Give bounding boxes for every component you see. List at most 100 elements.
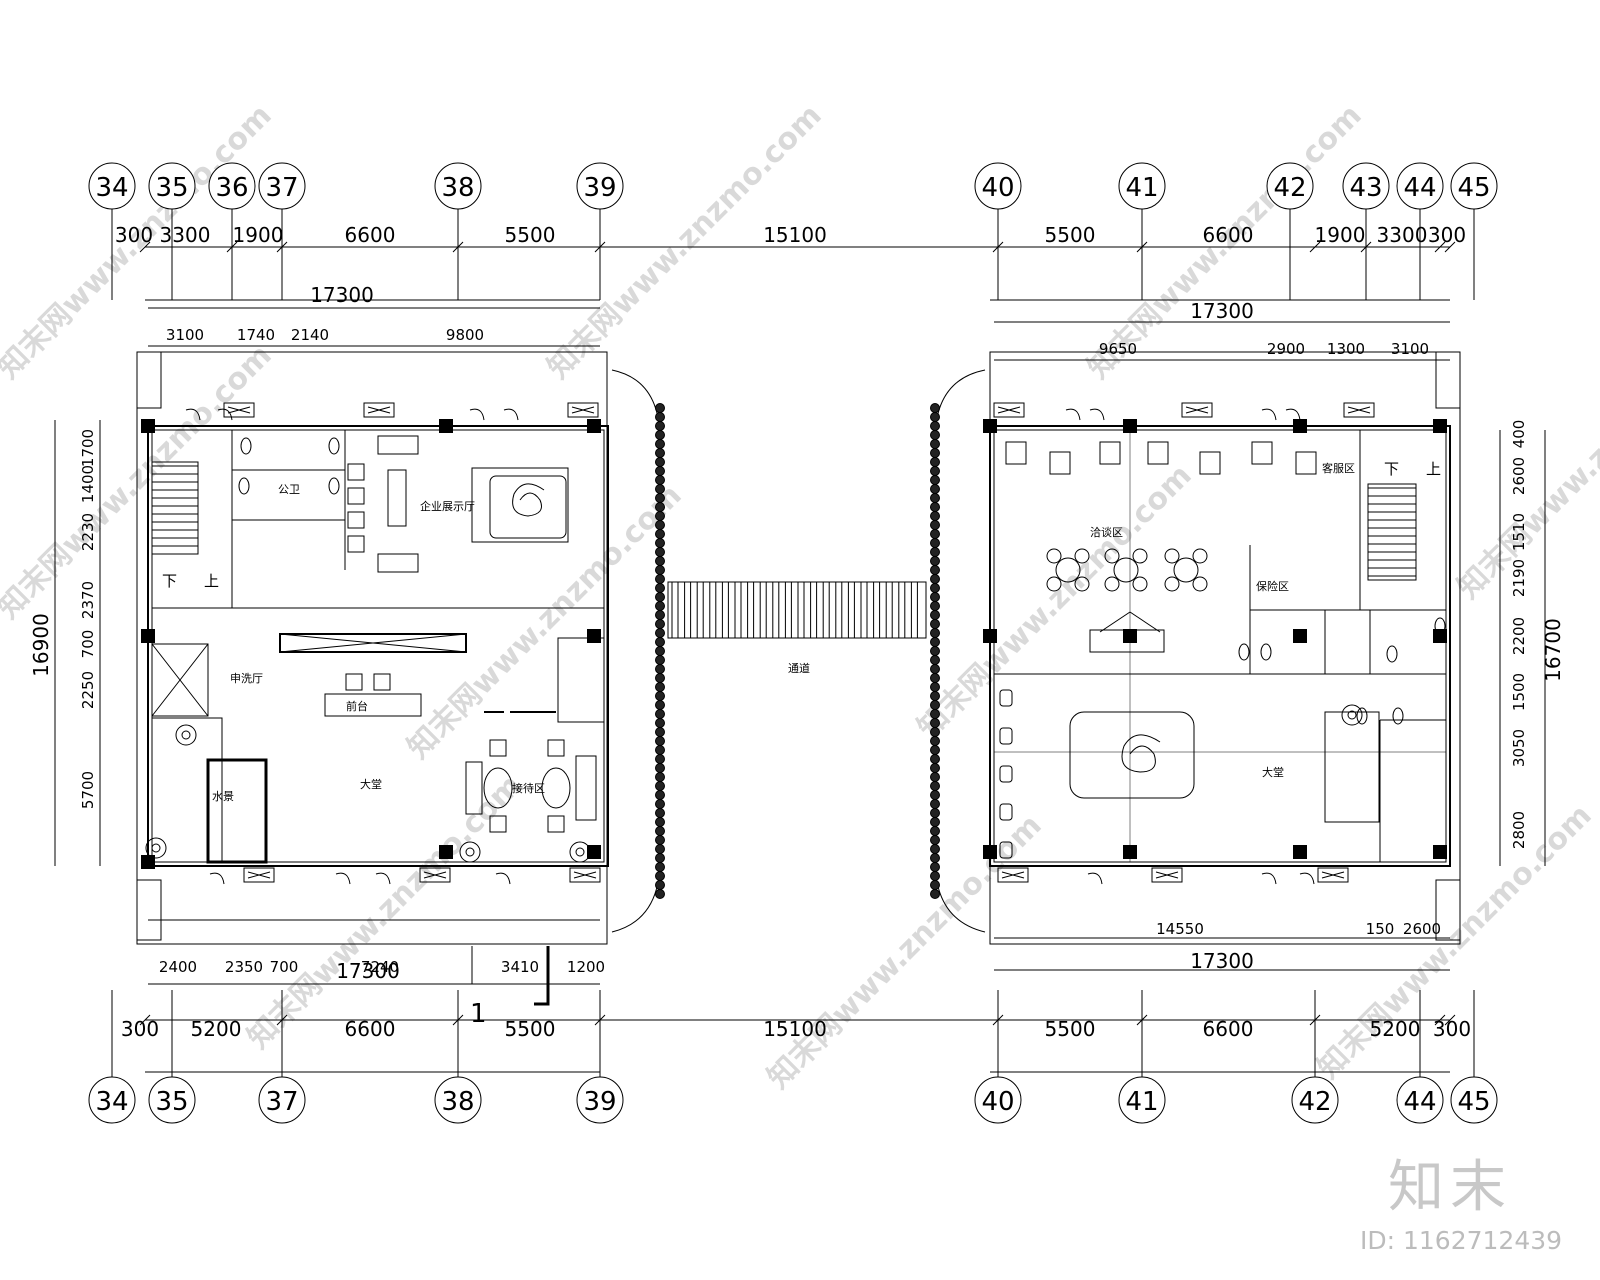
left-side-total: 16900 <box>29 613 53 677</box>
sanitary-fixture <box>1357 708 1367 724</box>
plant-center <box>466 848 474 856</box>
hedge-shrub <box>656 809 665 818</box>
room-restroom: 公卫 <box>278 483 300 496</box>
right-side-dim: 400 <box>1510 420 1528 449</box>
drawing-linework <box>55 247 1545 1072</box>
crosswalk-stripe <box>748 582 754 638</box>
hedge-shrub <box>656 863 665 872</box>
hedge-shrub <box>656 656 665 665</box>
image-id-label: ID: 1162712439 <box>1360 1226 1563 1255</box>
axis-label-top-39: 39 <box>583 173 616 203</box>
hedge-shrub <box>656 683 665 692</box>
crosswalk-stripe <box>735 582 741 638</box>
top-dim: 6600 <box>345 223 396 247</box>
right-subdim-bottom: 2600 <box>1403 920 1441 938</box>
tick <box>1310 1015 1320 1025</box>
bottom-dim: 300 <box>121 1017 159 1041</box>
top-dim: 5500 <box>505 223 556 247</box>
window <box>568 403 598 417</box>
room-display-hall: 企业展示厅 <box>420 499 475 513</box>
tick <box>1310 242 1320 252</box>
guide <box>1130 612 1160 632</box>
wall-niche <box>1000 690 1012 706</box>
axis-label-bottom-39: 39 <box>583 1087 616 1117</box>
left-subdim-bottom: 3410 <box>501 958 539 976</box>
left-subdim-top: 2140 <box>291 326 329 344</box>
hedge-shrub <box>656 602 665 611</box>
hedge-shrub <box>656 557 665 566</box>
left-side-dim: 2230 <box>79 513 97 551</box>
hedge-shrub <box>931 593 940 602</box>
axis-label-top-45: 45 <box>1457 173 1490 203</box>
axis-label-top-44: 44 <box>1403 173 1436 203</box>
armchair <box>1050 452 1070 474</box>
hedge-shrub <box>656 674 665 683</box>
column <box>1293 845 1307 859</box>
chair <box>1133 577 1147 591</box>
hedge-shrub <box>931 611 940 620</box>
tick <box>595 242 605 252</box>
chair <box>346 674 362 690</box>
column <box>983 629 997 643</box>
bottom-dim: 5500 <box>1045 1017 1096 1041</box>
hedge-shrub <box>656 629 665 638</box>
left-subdim-bottom: 2350 <box>225 958 263 976</box>
armchair <box>1100 442 1120 464</box>
crosswalk-stripe <box>874 582 880 638</box>
hedge-shrub <box>931 710 940 719</box>
axis-label-top-43: 43 <box>1349 173 1382 203</box>
tick <box>1435 1015 1445 1025</box>
column <box>983 845 997 859</box>
hedge-shrub <box>656 746 665 755</box>
hedge-shrub <box>656 872 665 881</box>
armchair <box>1252 442 1272 464</box>
tick <box>277 1015 287 1025</box>
window <box>570 868 600 882</box>
hedge-shrub <box>656 539 665 548</box>
hedge-shrub <box>656 548 665 557</box>
crosswalk-stripe <box>697 582 703 638</box>
wall-niche <box>1000 842 1012 858</box>
hedge-shrub <box>931 548 940 557</box>
bottom-dim: 5200 <box>191 1017 242 1041</box>
hedge-shrub <box>931 656 940 665</box>
right-side-dim: 2800 <box>1510 811 1528 849</box>
door-swing <box>470 409 484 420</box>
axis-label-top-40: 40 <box>981 173 1014 203</box>
brand-logo: 知末 <box>1388 1155 1512 1220</box>
column <box>1123 629 1137 643</box>
chair <box>348 464 364 480</box>
sanitary-fixture <box>329 478 339 494</box>
plant-center <box>182 731 190 739</box>
hedge-shrub <box>931 404 940 413</box>
axis-label-top-36: 36 <box>215 173 248 203</box>
left-subdim-bottom: 700 <box>270 958 299 976</box>
crosswalk-stripe <box>710 582 716 638</box>
right-side-dim: 3050 <box>1510 729 1528 767</box>
hedge-shrub <box>656 782 665 791</box>
hedge-shrub <box>656 791 665 800</box>
hedge-shrub <box>931 584 940 593</box>
hedge-shrub <box>931 719 940 728</box>
top-dim: 1900 <box>233 223 284 247</box>
column <box>1433 419 1447 433</box>
hedge-shrub <box>931 440 940 449</box>
watermark-text: 知末网www.znzmo.com <box>401 478 689 766</box>
round-table <box>1056 558 1080 582</box>
watermark-text: 知末网www.znzmo.com <box>761 808 1049 1096</box>
hedge-shrub <box>656 845 665 854</box>
hedge-shrub <box>656 881 665 890</box>
crosswalk-stripe <box>899 582 905 638</box>
left-subdim-top: 3100 <box>166 326 204 344</box>
left-side-dim: 2250 <box>79 671 97 709</box>
window <box>994 403 1024 417</box>
right-subdim-top: 3100 <box>1391 340 1429 358</box>
hedge-shrub <box>931 881 940 890</box>
tick <box>140 1015 150 1025</box>
left-side-dim: 1400 <box>79 465 97 503</box>
